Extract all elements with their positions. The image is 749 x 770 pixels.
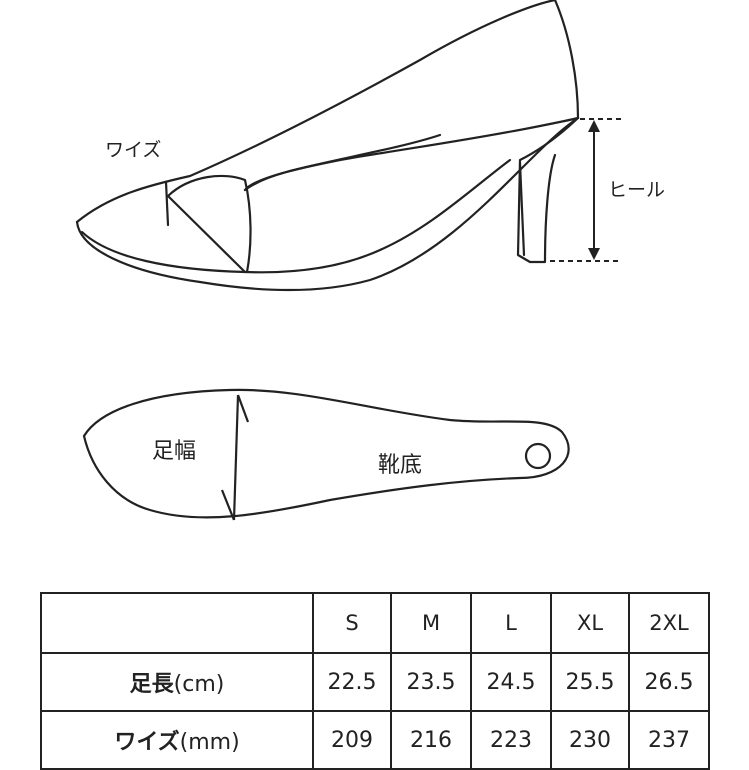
width-measure-arc — [164, 180, 170, 227]
table-cell: 24.5 — [470, 652, 552, 712]
table-row: 足長(cm) 22.5 23.5 24.5 25.5 26.5 — [40, 652, 710, 712]
foot-width-arrow-top — [236, 394, 250, 423]
sole-label: 靴底 — [378, 453, 422, 478]
insole-illustration — [82, 388, 570, 521]
row-label-foot-length: 足長(cm) — [40, 652, 314, 712]
size-header-m: M — [390, 592, 472, 654]
table-cell: 23.5 — [390, 652, 472, 712]
table-corner-cell — [40, 592, 314, 654]
size-header-row: S M L XL 2XL — [40, 592, 710, 654]
table-cell: 25.5 — [550, 652, 630, 712]
heel-inner — [518, 161, 526, 257]
foot-width-label: 足幅 — [152, 439, 196, 464]
table-cell: 237 — [628, 710, 710, 770]
heel-label: ヒール — [608, 179, 665, 201]
table-cell: 223 — [470, 710, 552, 770]
shoe-upper-outline — [75, 0, 557, 224]
row-label-text: ワイズ — [114, 730, 180, 755]
width-measure-line — [166, 194, 247, 274]
size-header-xl: XL — [550, 592, 630, 654]
table-cell: 26.5 — [628, 652, 710, 712]
pump-shoe-illustration — [75, 0, 580, 292]
table-cell: 216 — [390, 710, 472, 770]
shoe-sole-outline — [75, 116, 580, 292]
size-chart-table: S M L XL 2XL 足長(cm) 22.5 23.5 24.5 25.5 … — [40, 592, 710, 770]
shoe-diagram: ワイズ ヒール 足幅 靴底 — [75, 0, 665, 521]
row-label-text: 足長 — [129, 672, 174, 697]
table-cell: 22.5 — [312, 652, 392, 712]
shoe-back-outline — [553, 0, 580, 120]
size-header-2xl: 2XL — [628, 592, 710, 654]
table-cell: 209 — [312, 710, 392, 770]
shoe-topline — [243, 116, 580, 192]
insole-outline — [82, 388, 570, 519]
row-label-unit: (mm) — [179, 730, 240, 755]
shoe-collar — [243, 133, 442, 192]
size-header-s: S — [312, 592, 392, 654]
row-label-unit: (cm) — [173, 672, 225, 697]
table-row: ワイズ(mm) 209 216 223 230 237 — [40, 710, 710, 770]
heel-hole-icon — [524, 442, 552, 470]
foot-width-measure-line — [232, 394, 240, 521]
size-header-l: L — [470, 592, 552, 654]
width-label: ワイズ — [105, 139, 161, 161]
table-cell: 230 — [550, 710, 630, 770]
shoe-sole-inner — [80, 158, 512, 274]
shoe-vamp — [166, 174, 252, 274]
heel-outline — [516, 116, 580, 264]
row-label-width: ワイズ(mm) — [40, 710, 314, 770]
foot-width-arrow-bottom — [220, 489, 236, 521]
heel-height-dimension — [550, 118, 622, 262]
